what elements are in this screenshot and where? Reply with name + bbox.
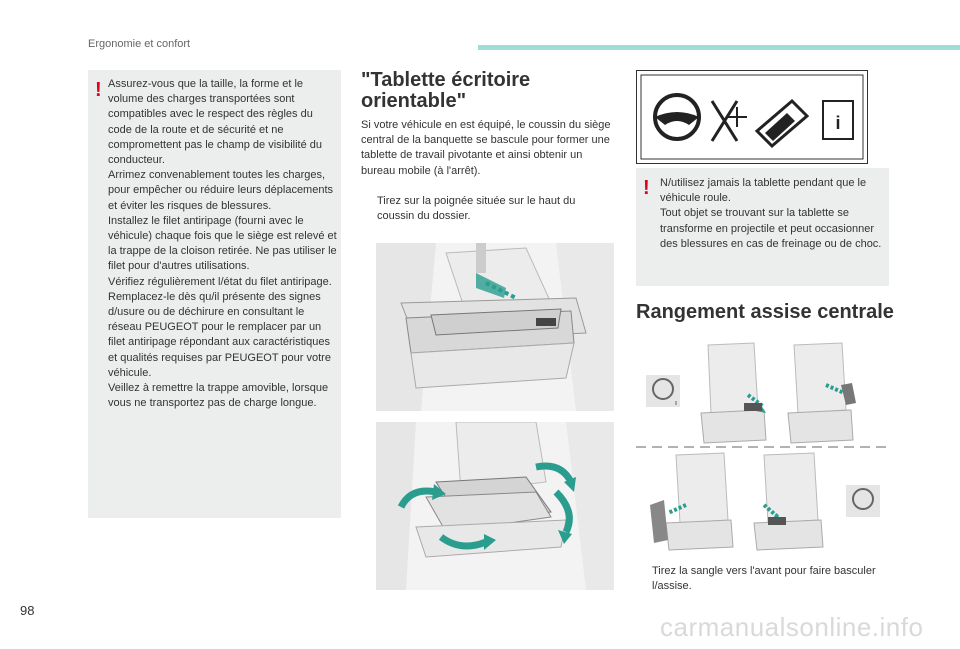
header-accent-bar — [478, 45, 960, 50]
tablette-illustration-top — [376, 243, 614, 411]
section-header-title: Ergonomie et confort — [88, 38, 191, 50]
cross-icon — [710, 100, 739, 142]
seat-folding-steps-illustration — [636, 342, 888, 551]
steering-wheel-icon — [846, 485, 880, 517]
info-glyph: i — [835, 113, 840, 133]
no-use-while-driving-pictogram: i — [640, 74, 864, 160]
watermark-text: carmanualsonline.info — [660, 612, 924, 642]
left-warning-text: Assurez-vous que la taille, la forme et … — [108, 78, 337, 410]
tablette-bullet: Tirez sur la poignée située sur le haut … — [361, 194, 611, 224]
seat-tablet-illustration — [376, 243, 614, 411]
tablette-title: "Tablette écritoire orientable" — [361, 69, 531, 112]
rangement-bullet: Tirez la sangle vers l'avant pour faire … — [636, 564, 886, 594]
manual-book-icon — [822, 100, 854, 140]
tablette-illustration-bottom — [376, 422, 614, 590]
rangement-illustration — [636, 335, 888, 555]
tablette-intro: Si votre véhicule en est équipé, le cous… — [361, 119, 611, 177]
page-number: 98 — [20, 603, 35, 618]
left-warning-box: ! Assurez-vous que la taille, la forme e… — [88, 70, 341, 518]
warning-exclamation-icon: ! — [643, 177, 650, 199]
right-warning-box: ! N/utilisez jamais la tablette pendant … — [636, 168, 889, 286]
rangement-title: Rangement assise centrale — [636, 301, 894, 323]
steering-wheel-icon — [646, 375, 680, 407]
warning-pictogram: i — [636, 70, 868, 164]
rangement-bullet-text: Tirez la sangle vers l'avant pour faire … — [652, 565, 876, 592]
warning-exclamation-icon: ! — [95, 79, 102, 101]
tablette-bullet-text: Tirez sur la poignée située sur le haut … — [377, 195, 576, 222]
tablet-icon — [754, 98, 810, 149]
right-warning-text: N/utilisez jamais la tablette pendant qu… — [660, 177, 882, 250]
tablet-rotation-illustration — [376, 422, 614, 590]
